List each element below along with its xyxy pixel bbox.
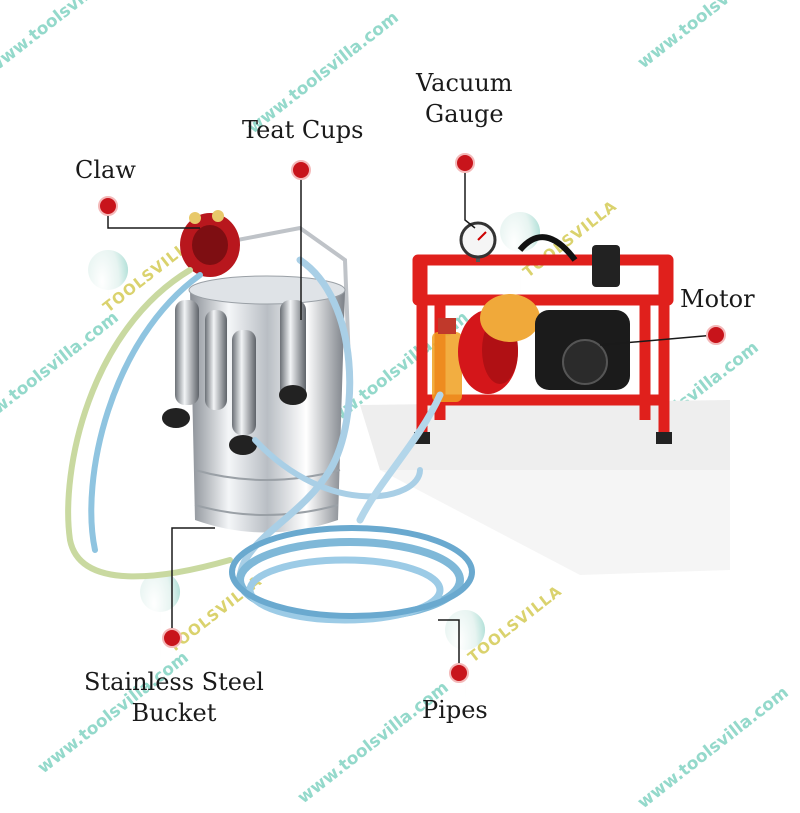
electric-motor xyxy=(517,234,630,390)
oil-jar xyxy=(432,318,462,402)
marker-vacuum-gauge xyxy=(455,153,475,173)
claw xyxy=(180,210,240,277)
marker-pipes xyxy=(449,663,469,683)
vacuum-pump xyxy=(458,294,540,394)
marker-motor xyxy=(706,325,726,345)
label-vacuum-gauge: Vacuum Gauge xyxy=(416,68,513,130)
label-bucket: Stainless Steel Bucket xyxy=(84,667,264,729)
label-bucket-line2: Bucket xyxy=(131,699,217,727)
marker-teat-cups xyxy=(291,160,311,180)
label-motor: Motor xyxy=(680,285,755,313)
marker-claw xyxy=(98,196,118,216)
label-bucket-line1: Stainless Steel xyxy=(84,668,264,696)
steel-bucket xyxy=(188,275,346,533)
teat-cups xyxy=(162,300,307,455)
platform xyxy=(360,400,730,575)
marker-bucket xyxy=(162,628,182,648)
label-claw: Claw xyxy=(75,156,136,184)
label-gauge-line2: Gauge xyxy=(425,100,504,128)
marker-dots xyxy=(98,153,726,683)
vacuum-gauge xyxy=(459,221,497,262)
label-vacuum-line1: Vacuum xyxy=(416,69,513,97)
hoses xyxy=(65,256,475,624)
label-teat-cups: Teat Cups xyxy=(242,116,364,144)
bucket-handle xyxy=(184,225,352,391)
label-pipes: Pipes xyxy=(422,696,488,724)
